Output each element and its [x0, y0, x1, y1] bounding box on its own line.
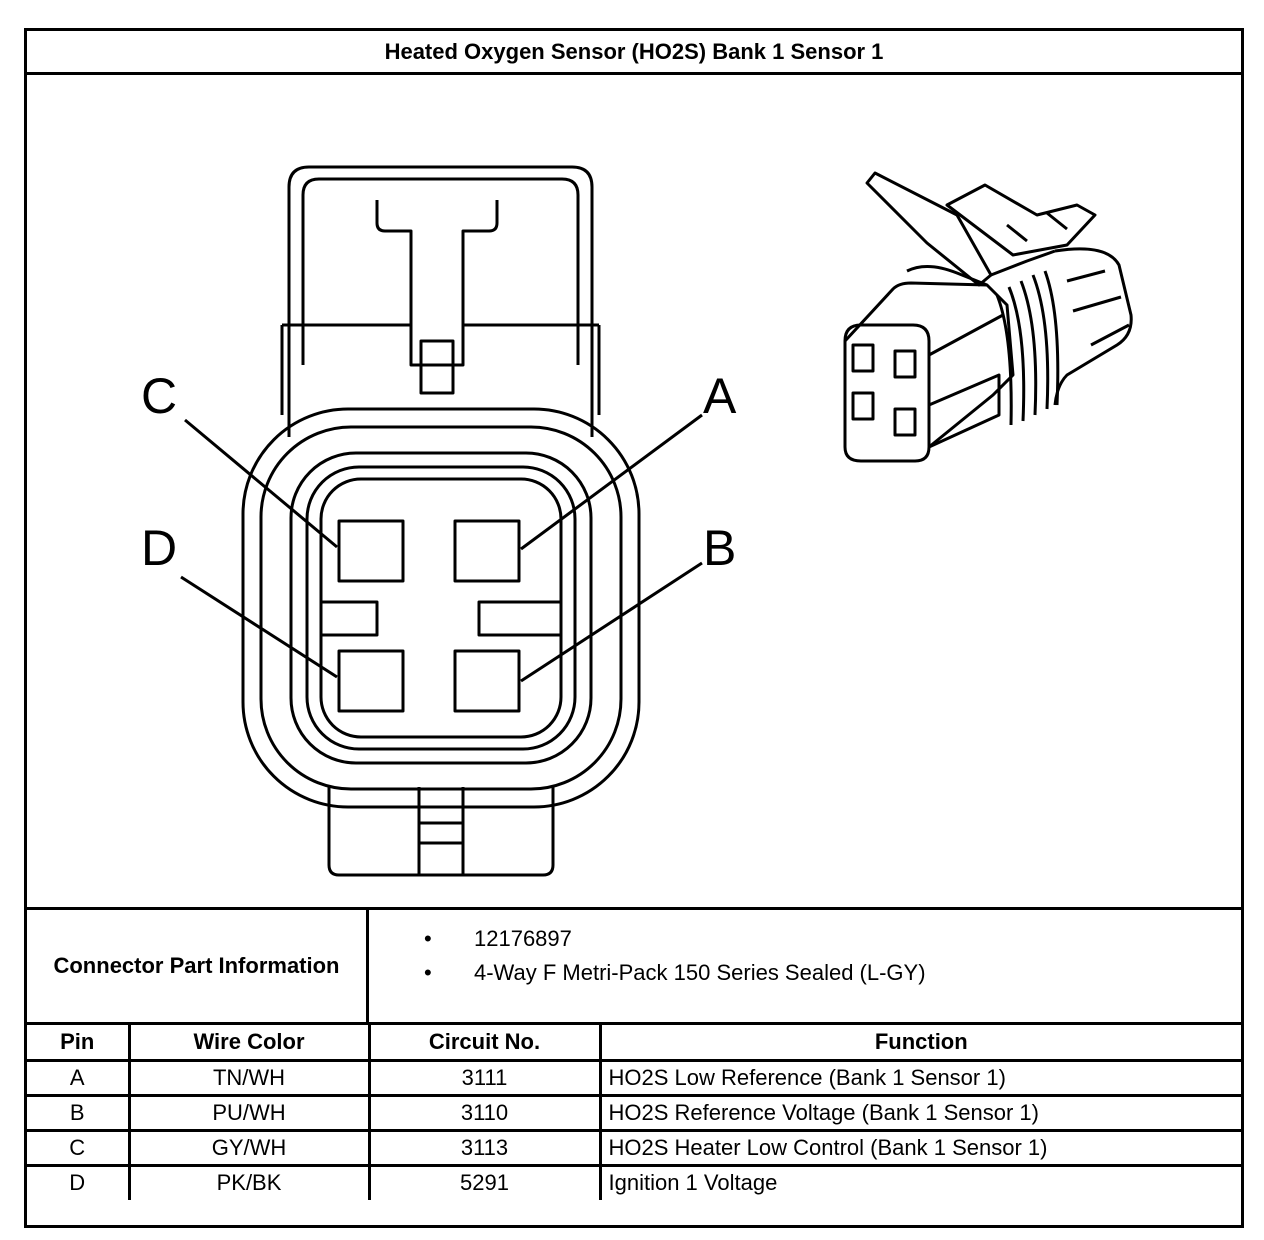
bottom-tab: [327, 787, 555, 877]
leader-line-a: [520, 413, 703, 551]
pin-cavity-b: [453, 649, 521, 713]
latch-notch: [419, 339, 455, 395]
pin-cavity-a: [453, 519, 521, 583]
pin-cavity-d: [337, 649, 405, 713]
cell-pin: A: [27, 1058, 131, 1097]
pin-cavity-c: [337, 519, 405, 583]
cell-wire-color: GY/WH: [127, 1128, 371, 1167]
table-row: A TN/WH 3111 HO2S Low Reference (Bank 1 …: [27, 1058, 1241, 1097]
connector-info-list: 12176897 4-Way F Metri-Pack 150 Series S…: [369, 922, 926, 990]
latch-step-right: [461, 323, 599, 365]
pin-table: Pin Wire Color Circuit No. Function A TN…: [27, 1025, 1241, 1200]
key-right: [477, 600, 561, 637]
latch-housing: [287, 165, 594, 437]
connector-body-ring-3: [305, 465, 577, 751]
connector-diagram: C A D B: [27, 75, 1241, 907]
header-circuit: Circuit No.: [367, 1025, 602, 1062]
cell-function: HO2S Reference Voltage (Bank 1 Sensor 1): [598, 1093, 1241, 1132]
table-row: C GY/WH 3113 HO2S Heater Low Control (Ba…: [27, 1128, 1241, 1167]
cell-circuit: 5291: [367, 1163, 602, 1200]
sketch-latch-detail: [990, 211, 1068, 277]
sketch-cavity-3: [851, 391, 875, 421]
latch-tab: [375, 200, 499, 367]
cell-wire-color: TN/WH: [127, 1058, 371, 1097]
connector-perspective-sketch: [843, 171, 1133, 463]
connector-sheet: Heated Oxygen Sensor (HO2S) Bank 1 Senso…: [24, 28, 1244, 1228]
sketch-rear-inner: [1066, 269, 1130, 347]
sketch-latch-arm: [865, 171, 993, 287]
cell-circuit: 3111: [367, 1058, 602, 1097]
cell-wire-color: PU/WH: [127, 1093, 371, 1132]
sketch-ring: [906, 265, 988, 287]
sketch-cavity-1: [851, 343, 875, 373]
connector-body-ring-1: [259, 425, 623, 791]
sketch-rear: [1053, 247, 1133, 406]
cell-pin: C: [27, 1128, 131, 1167]
sketch-side-body: [928, 313, 1004, 449]
pin-label-d: D: [141, 520, 177, 576]
header-function: Function: [598, 1025, 1241, 1062]
cell-function: Ignition 1 Voltage: [598, 1163, 1241, 1200]
shoulder-left: [280, 325, 291, 437]
latch-housing-inner: [301, 177, 580, 365]
cell-wire-color: PK/BK: [127, 1163, 371, 1200]
sketch-cavity-2: [893, 349, 917, 379]
connector-body-ring-4: [319, 477, 563, 739]
page-title: Heated Oxygen Sensor (HO2S) Bank 1 Senso…: [27, 31, 1241, 75]
leader-line-c: [184, 418, 338, 549]
connector-part-number: 12176897: [369, 922, 926, 956]
connector-body-outer: [241, 407, 641, 809]
header-pin: Pin: [27, 1025, 131, 1062]
cell-function: HO2S Low Reference (Bank 1 Sensor 1): [598, 1058, 1241, 1097]
header-wire-color: Wire Color: [127, 1025, 371, 1062]
connector-info-label: Connector Part Information: [27, 910, 369, 1022]
latch-step-left: [282, 323, 413, 365]
sketch-cavity-4: [893, 407, 917, 437]
pin-label-c: C: [141, 368, 177, 424]
connector-info-row: Connector Part Information 12176897 4-Wa…: [27, 907, 1241, 1025]
connector-body-ring-2: [289, 451, 593, 765]
sketch-top-body: [843, 281, 1015, 449]
sketch-ribs: [995, 270, 1060, 426]
cell-pin: D: [27, 1163, 131, 1200]
bottom-tab-slot: [417, 787, 465, 875]
cell-function: HO2S Heater Low Control (Bank 1 Sensor 1…: [598, 1128, 1241, 1167]
connector-face-drawing: C A D B: [141, 165, 1133, 877]
sketch-latch-top: [945, 183, 1097, 257]
table-row: B PU/WH 3110 HO2S Reference Voltage (Ban…: [27, 1093, 1241, 1132]
cell-circuit: 3113: [367, 1128, 602, 1167]
table-row: D PK/BK 5291 Ignition 1 Voltage: [27, 1163, 1241, 1200]
cell-pin: B: [27, 1093, 131, 1132]
key-left: [321, 600, 379, 637]
leader-line-b: [520, 561, 703, 683]
pin-label-a: A: [703, 368, 737, 424]
leader-line-d: [180, 575, 338, 679]
connector-description: 4-Way F Metri-Pack 150 Series Sealed (L-…: [369, 956, 926, 990]
pin-label-b: B: [703, 520, 736, 576]
cell-circuit: 3110: [367, 1093, 602, 1132]
table-header-row: Pin Wire Color Circuit No. Function: [27, 1025, 1241, 1062]
